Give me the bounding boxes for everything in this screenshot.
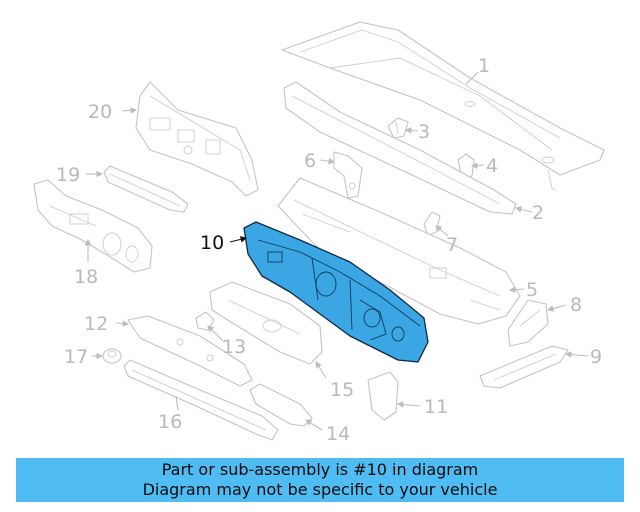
callout-11: 11: [424, 396, 448, 418]
callout-9: 9: [590, 346, 602, 368]
part-6-bracket: [333, 151, 363, 199]
callout-8: 8: [570, 294, 582, 316]
callout-6: 6: [304, 150, 316, 172]
callout-20: 20: [88, 101, 112, 123]
callout-13: 13: [222, 336, 246, 358]
callout-7: 7: [446, 234, 458, 256]
part-10-dash-panel-highlighted: [243, 221, 429, 363]
part-8-bracket: [507, 299, 549, 347]
part-1-cowl-top-panel: [281, 21, 605, 191]
callout-1: 1: [478, 55, 490, 77]
callout-16: 16: [158, 411, 182, 433]
callout-10: 10: [200, 232, 224, 254]
part-2-cowl-extension: [283, 81, 517, 215]
part-12-lower-rail: [127, 315, 253, 387]
callout-5: 5: [526, 279, 538, 301]
callout-18: 18: [74, 266, 98, 288]
callout-15: 15: [330, 379, 354, 401]
part-3-clip: [387, 117, 409, 139]
part-11-cover: [367, 371, 399, 421]
callout-2: 2: [532, 202, 544, 224]
part-9-strip: [479, 345, 569, 389]
part-20-cowl-side-panel: [135, 81, 259, 197]
parts-diagram: 1 2 3 4 5 6 7 8 9 10 11 12 13 14 15 16 1…: [33, 21, 605, 445]
banner-line-disclaimer: Diagram may not be specific to your vehi…: [142, 480, 498, 499]
leader-lines: [84, 71, 589, 431]
callout-14: 14: [326, 423, 350, 445]
callout-19: 19: [56, 164, 80, 186]
callout-3: 3: [418, 121, 430, 143]
part-17-grommet: [102, 348, 122, 364]
info-banner: Part or sub-assembly is #10 in diagram D…: [16, 458, 624, 502]
part-13-clip: [195, 311, 215, 331]
banner-line-part-number: Part or sub-assembly is #10 in diagram: [161, 460, 479, 479]
part-16-long-rail: [123, 359, 279, 441]
callout-17: 17: [64, 346, 88, 368]
callout-4: 4: [486, 155, 498, 177]
callout-12: 12: [84, 313, 108, 335]
part-19-bracket-strip: [103, 165, 189, 213]
part-18-insulator-panel: [33, 179, 153, 273]
part-15-side-panel: [209, 281, 323, 365]
